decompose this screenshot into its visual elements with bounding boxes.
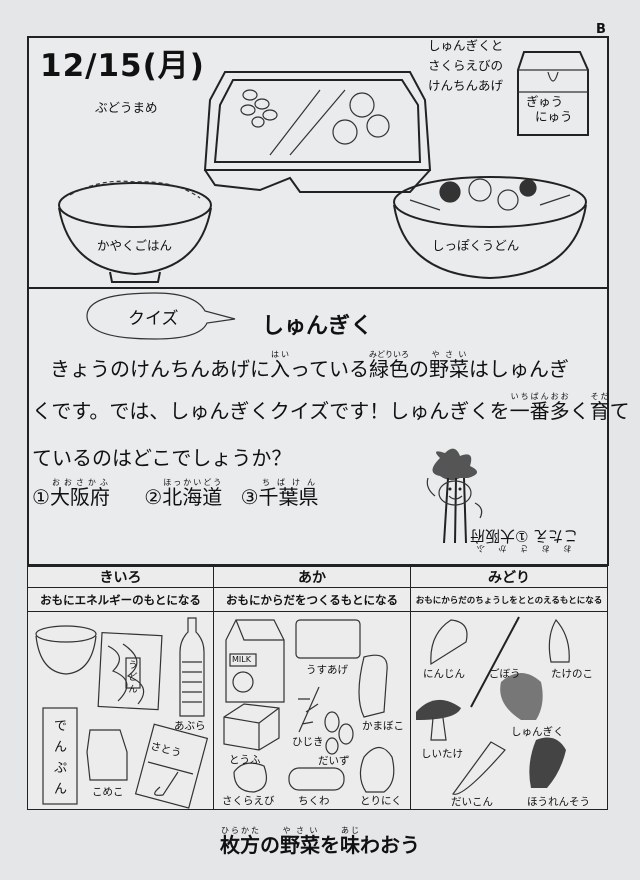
corner-mark: B xyxy=(596,22,606,37)
ruby-word: 緑色みどりいろ xyxy=(369,350,409,381)
text-run: て xyxy=(609,399,630,423)
tray-illustration xyxy=(58,51,589,283)
quiz-line-3: ているのはどこでしょうか？ xyxy=(32,442,291,471)
main-dish-label: しゅんぎくと さくらえびの けんちんあげ xyxy=(428,36,503,96)
food-label: かまぼこ xyxy=(362,720,404,732)
food-label: あぶら xyxy=(174,720,206,732)
food-label: にんじん xyxy=(423,668,465,680)
ruby-word: 野菜やさい xyxy=(429,350,469,381)
upside-down-answer: こたえ ①大阪府おおさかふ xyxy=(470,526,578,553)
food-label: とうふ xyxy=(229,754,261,766)
food-label: でんぷん xyxy=(54,719,68,797)
soup-label: しっぽくうどん xyxy=(432,238,520,253)
text-run: はしゅんぎ xyxy=(469,357,569,381)
red-foods-illustration xyxy=(223,619,395,793)
group-yellow-desc: おもにエネルギーのもとになる xyxy=(27,587,214,612)
ruby-word: 枚方ひらかた xyxy=(220,826,260,857)
text-run: ているのはどこでしょうか？ xyxy=(32,446,292,470)
group-red-items: MILK うすあげ かまぼこ ひじき とうふ だいず さくらえび ちくわ とりに… xyxy=(213,611,411,810)
text-run: わおう xyxy=(360,833,420,857)
quiz-line-1: きょうのけんちんあげに入はいっている緑色みどりいろの野菜やさいはしゅんぎ xyxy=(50,350,569,382)
ruby-word: 入はい xyxy=(270,350,290,381)
quiz-title: しゅんぎく xyxy=(262,314,373,339)
food-label: だいこん xyxy=(451,796,493,808)
milk-label: ぎゅう にゅう xyxy=(526,94,573,124)
answer-ruby: おおさかふ xyxy=(470,544,579,553)
text-run: く xyxy=(569,399,590,423)
text-run: くです。では、しゅんぎくクイズです！しゅんぎくを xyxy=(32,399,510,423)
quiz-line-2: くです。では、しゅんぎくクイズです！しゅんぎくを一番多いちばんおおく育そだて xyxy=(32,392,630,424)
option-2: ②北海道ほっかいどう xyxy=(144,478,223,509)
yellow-foods-illustration xyxy=(35,617,209,809)
answer-text: こたえ ①大阪府 xyxy=(470,527,579,545)
milk-line1: ぎゅう xyxy=(526,94,564,109)
food-label: うどん xyxy=(128,661,138,695)
side-dish-label: ぶどうまめ xyxy=(95,100,158,115)
group-yellow-items: あぶら でんぷん こめこ さとう うどん xyxy=(27,611,214,810)
option-3: ③千葉県ちばけん xyxy=(240,478,319,509)
ruby-word: 千葉県ちばけん xyxy=(258,478,319,509)
section-divider xyxy=(27,287,609,289)
text-run: の xyxy=(260,833,280,857)
footer-slogan: 枚方ひらかたの野菜やさいを味あじわおう xyxy=(0,826,640,858)
menu-frame xyxy=(27,36,609,566)
food-label: しゅんぎく xyxy=(511,726,564,738)
text-run: を xyxy=(320,833,340,857)
green-foods-illustration xyxy=(416,616,570,795)
ruby-word: 野菜やさい xyxy=(280,826,320,857)
text-run: きょうのけんちんあげに xyxy=(50,357,270,381)
menu-date: 12/15(月) xyxy=(40,48,205,84)
text-run: の xyxy=(409,357,429,381)
quiz-badge: クイズ xyxy=(128,309,179,329)
ruby-word: 育そだ xyxy=(589,392,610,423)
ruby-word: 味あじ xyxy=(340,826,360,857)
ruby-word: 一番多いちばんおお xyxy=(509,392,570,423)
main-dish-line1: しゅんぎくと xyxy=(428,38,504,53)
group-green-items: にんじん ごぼう たけのこ しいたけ しゅんぎく だいこん ほうれんそう xyxy=(410,611,608,810)
food-label: ほうれんそう xyxy=(527,796,590,808)
milk-carton-label: MILK xyxy=(232,655,251,664)
speech-bubble xyxy=(86,292,236,340)
rice-label: かやくごはん xyxy=(97,238,173,253)
group-red-header: あか xyxy=(213,566,411,588)
text-run: っている xyxy=(290,357,369,381)
main-dish-line2: さくらえびの xyxy=(428,58,504,73)
group-red-desc: おもにからだをつくるもとになる xyxy=(213,587,411,612)
food-label: ひじき xyxy=(292,736,324,748)
ruby-word: 北海道ほっかいどう xyxy=(162,478,223,509)
food-label: しいたけ xyxy=(421,748,463,760)
food-label: ごぼう xyxy=(489,668,521,680)
food-label: たけのこ xyxy=(551,668,593,680)
group-green-header: みどり xyxy=(410,566,608,588)
food-label: さくらえび xyxy=(222,795,275,807)
food-label: うすあげ xyxy=(306,664,348,676)
shungiku-character-icon xyxy=(426,448,483,544)
group-green-desc: おもにからだのちょうしをととのえるもとになる xyxy=(410,587,608,612)
ruby-word: 大阪府おおさかふ xyxy=(49,478,110,509)
food-label: だいず xyxy=(318,755,350,767)
quiz-options: ①大阪府おおさかふ ②北海道ほっかいどう ③千葉県ちばけん xyxy=(32,478,319,510)
food-label: ちくわ xyxy=(298,795,330,807)
main-dish-line3: けんちんあげ xyxy=(428,78,504,93)
food-label: とりにく xyxy=(360,795,402,807)
group-yellow-header: きいろ xyxy=(27,566,214,588)
option-1: ①大阪府おおさかふ xyxy=(32,478,110,509)
food-label: こめこ xyxy=(92,786,124,798)
food-groups-table: きいろ あか みどり おもにエネルギーのもとになる おもにからだをつくるもとにな… xyxy=(27,566,608,810)
milk-line2: にゅう xyxy=(535,109,573,124)
